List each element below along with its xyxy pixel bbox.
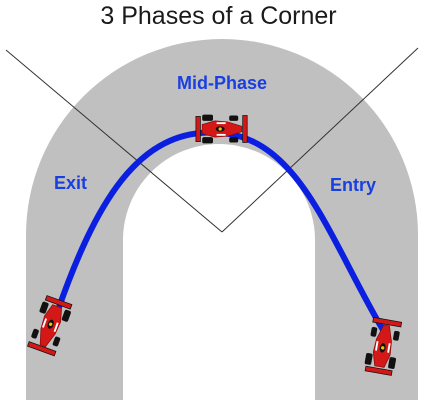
guide-line-right xyxy=(221,47,419,233)
track-surface xyxy=(26,39,418,400)
exit-label: Exit xyxy=(54,173,87,193)
diagram-title: 3 Phases of a Corner xyxy=(100,2,337,30)
entry-label: Entry xyxy=(330,175,376,195)
guide-line-left xyxy=(5,49,223,233)
mid-phase-label: Mid-Phase xyxy=(177,73,267,93)
